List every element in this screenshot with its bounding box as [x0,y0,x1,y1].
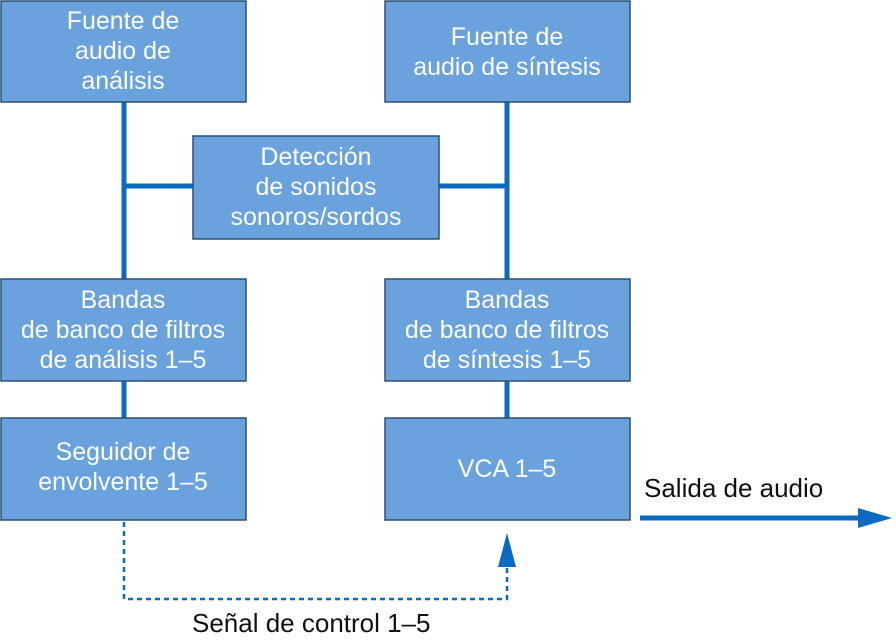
audio-output-arrowhead [858,508,892,528]
analysis-filter-bands-line-1: Bandas [81,286,166,314]
voiced-detection-line-2: de sonidos [256,173,377,201]
audio-output-label: Salida de audio [644,473,823,503]
analysis-audio-source-line-2: audio de [75,37,171,65]
vca-label: VCA 1–5 [458,455,557,483]
analysis-audio-source-line-1: Fuente de [67,7,180,35]
voiced-detection-line-1: Detección [260,143,371,171]
analysis-filter-bands-box: Bandas de banco de filtros de análisis 1… [0,278,247,382]
analysis-filter-bands-line-3: de análisis 1–5 [40,346,207,374]
envelope-follower-line-2: envolvente 1–5 [38,468,208,496]
analysis-filter-bands-line-2: de banco de filtros [21,316,225,344]
synthesis-filter-bands-line-2: de banco de filtros [405,316,609,344]
synthesis-filter-bands-box: Bandas de banco de filtros de síntesis 1… [384,278,631,382]
synthesis-filter-bands-line-1: Bandas [465,286,550,314]
analysis-audio-source-box: Fuente de audio de análisis [0,0,247,103]
synthesis-filter-bands-line-3: de síntesis 1–5 [423,346,591,374]
voiced-unvoiced-detection-box: Detección de sonidos sonoros/sordos [192,135,440,240]
envelope-follower-box: Seguidor de envolvente 1–5 [0,417,247,521]
voiced-detection-line-3: sonoros/sordos [231,203,402,231]
synthesis-audio-source-box: Fuente de audio de síntesis [384,0,631,103]
control-signal-dotted-path [122,522,509,601]
vca-box: VCA 1–5 [384,417,631,521]
synthesis-audio-source-line-1: Fuente de [451,23,564,51]
control-signal-label: Señal de control 1–5 [192,608,431,638]
control-signal-arrowhead [498,533,516,567]
synthesis-audio-source-line-2: audio de síntesis [413,53,601,81]
envelope-follower-line-1: Seguidor de [56,438,191,466]
analysis-audio-source-line-3: análisis [81,67,164,95]
